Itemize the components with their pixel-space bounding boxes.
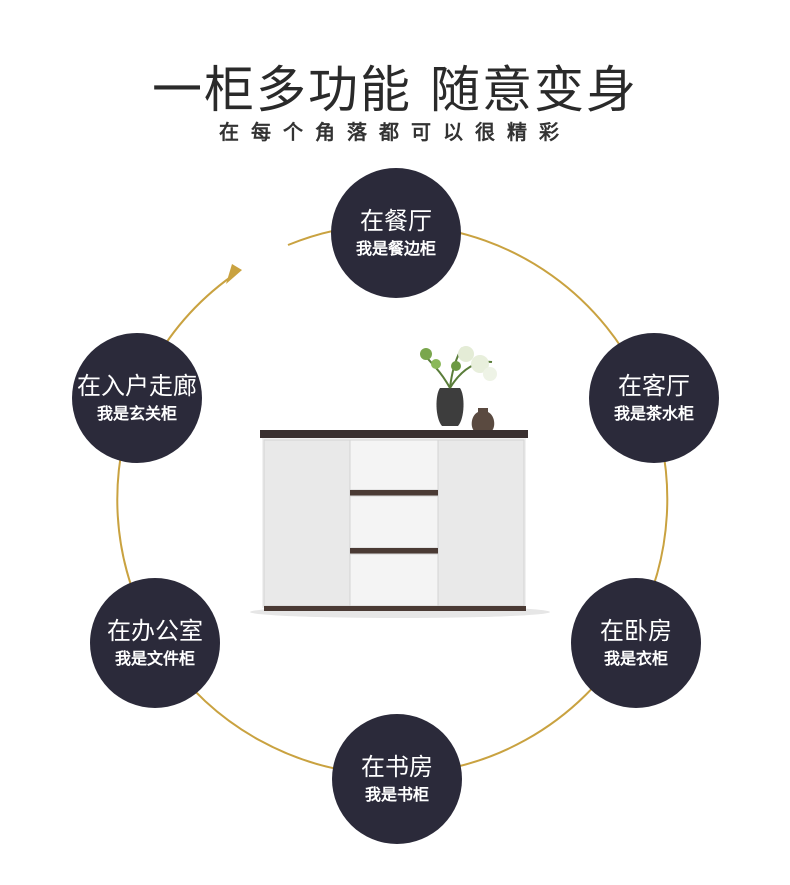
node-room-label: 在餐厅: [360, 207, 432, 235]
node-role-label: 我是餐边柜: [355, 239, 436, 258]
small-vase-icon: [471, 408, 495, 432]
node-room-label: 在书房: [361, 753, 433, 781]
sideboard-illustration: [250, 346, 550, 618]
node-role-label: 我是衣柜: [603, 649, 668, 668]
cabinet-right-door: [437, 439, 525, 607]
node-role-label: 我是书柜: [364, 785, 429, 804]
cabinet-left-door: [263, 439, 351, 607]
node-living: 在客厅 我是茶水柜: [589, 333, 719, 463]
cabinet-drawer-2: [349, 495, 439, 549]
node-role-label: 我是茶水柜: [613, 404, 694, 423]
cabinet-base: [264, 606, 526, 611]
page-subtitle: 在每个角落都可以很精彩: [219, 120, 571, 144]
node-bedroom: 在卧房 我是衣柜: [571, 578, 701, 708]
node-room-label: 在客厅: [618, 372, 690, 400]
node-role-label: 我是玄关柜: [96, 404, 177, 423]
cabinet-drawer-3: [349, 553, 439, 607]
page-title: 一柜多功能 随意变身: [152, 61, 638, 119]
node-room-label: 在入户走廊: [77, 372, 197, 400]
arrow-head-icon: [226, 264, 242, 284]
node-office: 在办公室 我是文件柜: [90, 578, 220, 708]
node-room-label: 在卧房: [600, 617, 672, 645]
node-entrance: 在入户走廊 我是玄关柜: [72, 333, 202, 463]
node-room-label: 在办公室: [107, 617, 203, 645]
cabinet-drawer-1: [349, 439, 439, 491]
cabinet-top: [260, 430, 528, 438]
ring-path: [116, 223, 669, 776]
node-role-label: 我是文件柜: [114, 649, 195, 668]
node-dining: 在餐厅 我是餐边柜: [331, 168, 461, 298]
plant-vase-icon: [420, 346, 497, 426]
node-study: 在书房 我是书柜: [332, 714, 462, 844]
